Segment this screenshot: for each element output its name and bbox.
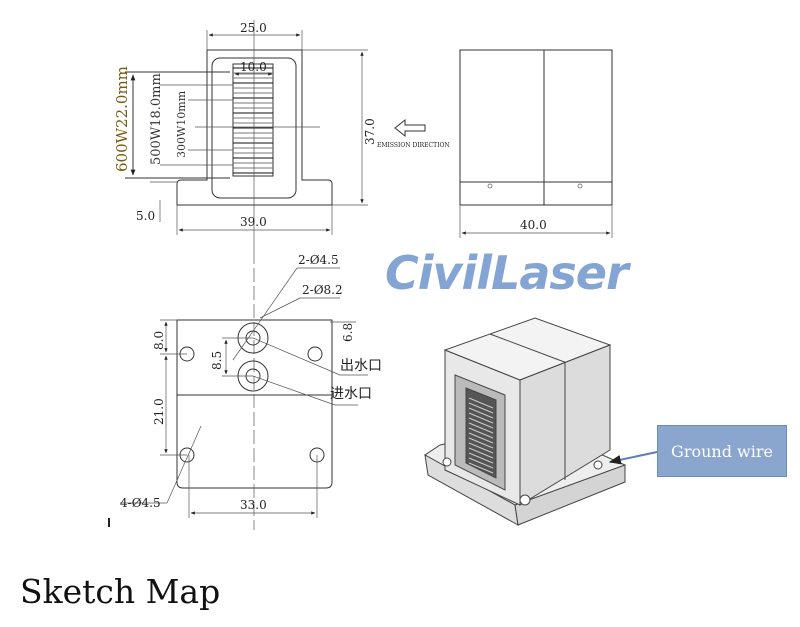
label-hole-large: 2-Ø8.2 — [302, 283, 343, 297]
side-view: 40.0 — [459, 49, 613, 238]
dim-flange: 5.0 — [136, 209, 155, 223]
laser-bar — [468, 457, 494, 469]
ground-wire-callout: Ground wire — [657, 425, 787, 477]
dim-height: 37.0 — [363, 118, 377, 145]
laser-bar — [468, 422, 494, 434]
laser-bar-stack — [232, 63, 274, 177]
laser-bar — [468, 427, 494, 439]
label-500w: 500W18.0mm — [149, 73, 164, 165]
dim-top: 25.0 — [240, 21, 267, 35]
laser-bar — [468, 442, 494, 454]
label-600w: 600W22.0mm — [113, 66, 131, 172]
label-mount-holes: 4-Ø4.5 — [120, 496, 161, 510]
laser-bar — [468, 432, 494, 444]
emission-direction: EMISSION DIRECTION — [377, 118, 450, 149]
label-hole-small: 2-Ø4.5 — [298, 253, 339, 267]
dim-base: 39.0 — [240, 215, 267, 229]
ground-wire-pointer — [608, 451, 658, 465]
dim-33-0: 33.0 — [240, 498, 267, 512]
laser-bar — [468, 447, 494, 459]
laser-bar — [468, 412, 494, 424]
laser-bar — [468, 397, 494, 409]
dim-6-8: 6.8 — [341, 323, 355, 342]
bottom-view: 2-Ø4.5 2-Ø8.2 6.8 出水口 进水口 8.5 8.0 21.0 4… — [108, 250, 382, 530]
svg-text:EMISSION DIRECTION: EMISSION DIRECTION — [377, 142, 450, 149]
dim-bar-width: 10.0 — [240, 60, 267, 74]
laser-bar — [468, 437, 494, 449]
laser-bar — [468, 417, 494, 429]
dim-8-5: 8.5 — [210, 351, 224, 370]
laser-bar — [468, 462, 494, 474]
dim-8-0: 8.0 — [152, 331, 166, 350]
laser-bar — [468, 402, 494, 414]
dim-side-width: 40.0 — [520, 218, 547, 232]
isometric-view — [424, 317, 626, 526]
label-water-inlet: 进水口 — [330, 386, 372, 402]
laser-bar — [468, 407, 494, 419]
watermark-logo: CivilLaser — [385, 246, 629, 300]
front-view: 25.0 10.0 37.0 39.0 5.0 600W22.0mm 500W1… — [113, 20, 377, 250]
dim-21-0: 21.0 — [152, 398, 166, 425]
emission-arrow-icon — [394, 118, 426, 138]
label-300w: 300W10mm — [175, 90, 188, 158]
laser-bar — [468, 452, 494, 464]
figure-title: Sketch Map — [20, 572, 221, 611]
label-water-outlet: 出水口 — [340, 358, 382, 374]
